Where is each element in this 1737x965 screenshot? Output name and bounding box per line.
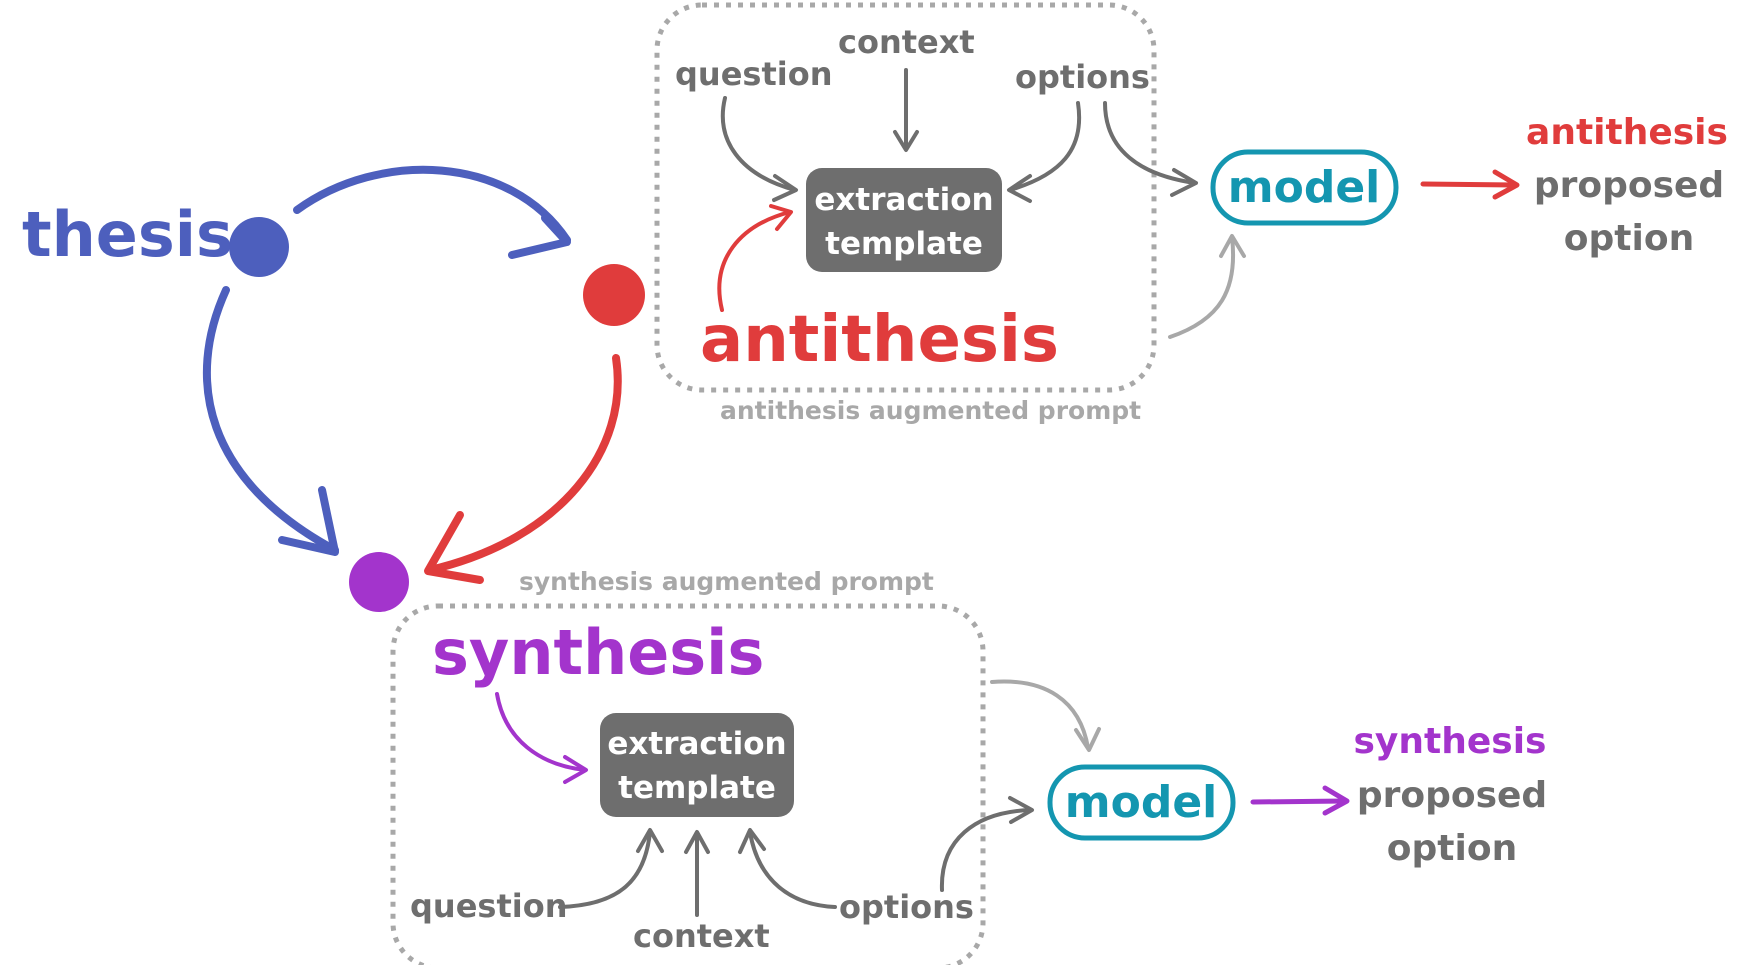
antithesis-box-to-model-arrow — [1168, 234, 1246, 339]
antithesis-question-label: question — [675, 55, 832, 93]
antithesis-model-box — [1210, 149, 1399, 226]
synthesis-extraction-template — [600, 713, 794, 817]
synthesis-question-label: question — [410, 887, 567, 925]
antithesis-options-arrow — [1007, 101, 1082, 203]
synthesis-output-option: option — [1387, 828, 1517, 869]
synthesis-output-arrow — [1250, 785, 1350, 816]
synthesis-title: synthesis — [432, 616, 764, 689]
thesis-dot — [229, 217, 289, 277]
antithesis-extraction-template — [806, 168, 1002, 272]
antithesis-output-label: antithesis — [1526, 112, 1728, 153]
synthesis-prompt-caption: synthesis augmented prompt — [519, 567, 934, 596]
antithesis-title-to-template-arrow — [717, 204, 793, 312]
antithesis-output-proposed: proposed — [1534, 165, 1724, 206]
synthesis-model-label: model — [1065, 777, 1218, 828]
thesis-to-antithesis-arrow — [293, 165, 571, 259]
synthesis-options-label: options — [839, 888, 974, 926]
antithesis-template-line1: extraction — [814, 182, 993, 218]
antithesis-output-option: option — [1564, 218, 1694, 259]
synthesis-question-arrow — [558, 828, 664, 909]
antithesis-to-synthesis-arrow — [424, 354, 622, 584]
thesis-label: thesis — [22, 198, 233, 271]
synthesis-options-arrow — [738, 828, 837, 909]
synthesis-template-line2: template — [618, 770, 776, 806]
synthesis-context-label: context — [633, 917, 770, 955]
antithesis-prompt-box — [654, 2, 1157, 393]
antithesis-context-label: context — [838, 23, 975, 61]
antithesis-dot — [583, 264, 645, 326]
synthesis-model-box — [1047, 764, 1236, 841]
antithesis-title: antithesis — [700, 303, 1059, 377]
antithesis-output-arrow — [1420, 169, 1520, 200]
synthesis-options-to-model-arrow — [939, 796, 1034, 892]
antithesis-question-arrow — [720, 96, 798, 202]
antithesis-prompt-caption: antithesis augmented prompt — [720, 396, 1141, 425]
antithesis-options-to-model-arrow — [1103, 101, 1198, 197]
synthesis-output-proposed: proposed — [1357, 775, 1547, 816]
synthesis-output-label: synthesis — [1354, 721, 1547, 762]
synthesis-context-arrow — [684, 830, 710, 917]
antithesis-template-line2: template — [825, 226, 983, 262]
thesis-to-synthesis-arrow — [202, 286, 339, 556]
synthesis-dot — [349, 552, 409, 612]
synthesis-box-to-model-arrow — [990, 679, 1101, 752]
antithesis-options-label: options — [1015, 58, 1150, 96]
antithesis-model-label: model — [1228, 162, 1381, 213]
synthesis-template-line1: extraction — [607, 726, 786, 762]
antithesis-context-arrow — [893, 68, 919, 152]
synthesis-title-to-template-arrow — [495, 692, 588, 784]
